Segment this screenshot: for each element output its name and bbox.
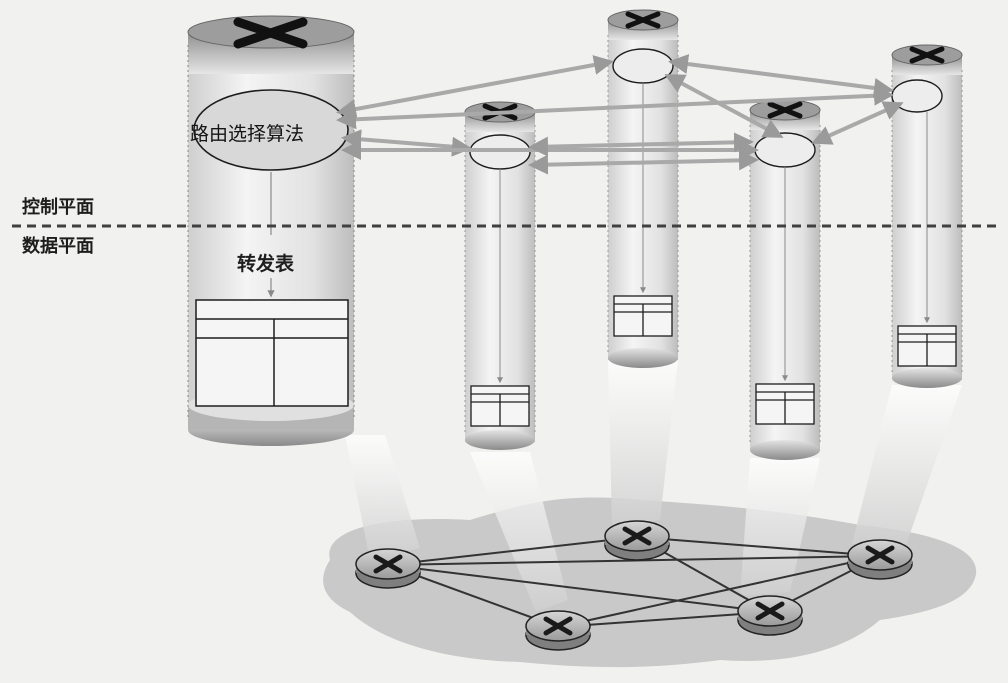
- network-routers: [355, 520, 913, 651]
- net-router-1: [355, 548, 421, 589]
- router-e-cylinder: [891, 44, 963, 388]
- forwarding-table-label: 转发表: [237, 253, 295, 275]
- net-router-4: [525, 610, 591, 651]
- net-router-2: [604, 520, 670, 561]
- router-b-cylinder: [464, 101, 536, 450]
- data-plane-label: 数据平面: [22, 236, 94, 257]
- routing-algorithm-label: 路由选择算法: [190, 123, 305, 145]
- control-messages: [336, 54, 904, 175]
- network-cloud: [323, 497, 977, 668]
- net-router-3: [847, 539, 913, 580]
- net-router-5: [737, 595, 803, 636]
- router-main-cylinder: [187, 15, 355, 446]
- router-c-cylinder: [607, 9, 679, 368]
- projection-beams: [345, 360, 962, 612]
- control-plane-label: 控制平面: [22, 197, 94, 218]
- router-d-cylinder: [749, 99, 821, 460]
- forwarding-table-main: [195, 299, 349, 407]
